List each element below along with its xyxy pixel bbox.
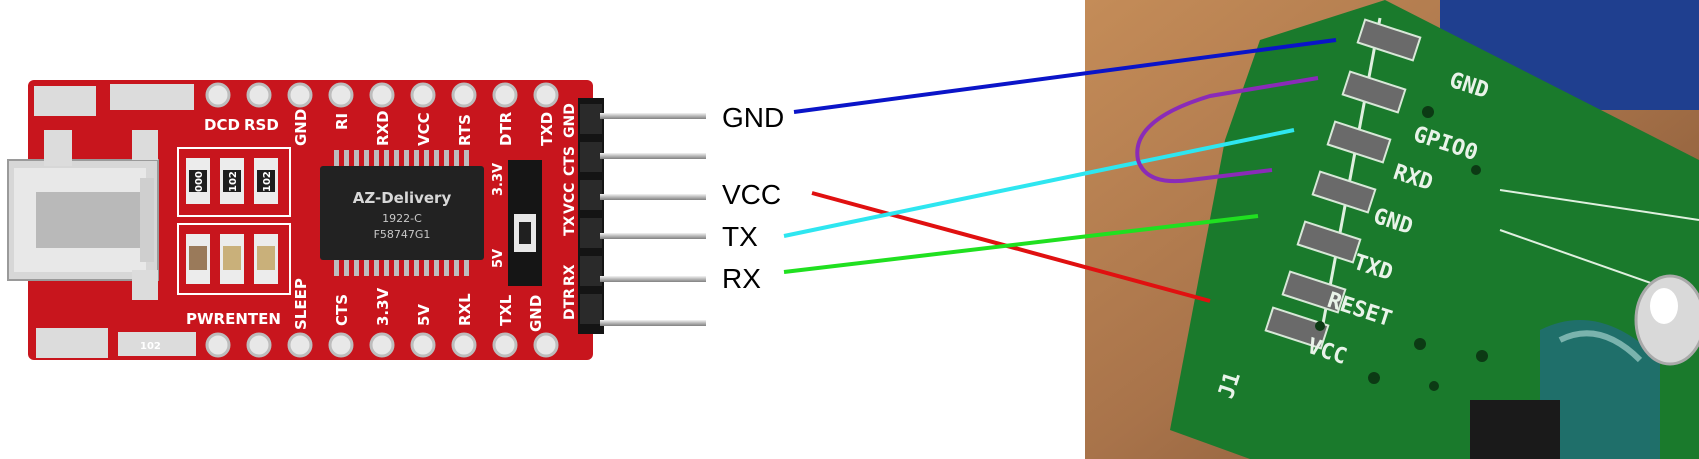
smd-component (44, 130, 72, 166)
electrolytic-capacitor (1540, 320, 1660, 459)
silk-label-ri: RI (333, 113, 351, 130)
silk-label-sleep: SLEEP (292, 278, 310, 330)
resistor-code: 102 (228, 171, 239, 192)
header-pin (600, 194, 706, 200)
pin-header (578, 98, 604, 334)
smd-component (132, 270, 158, 300)
chip-code: 1922-C (382, 212, 422, 225)
wire-gnd (793, 38, 1337, 114)
corner-pad (118, 332, 196, 356)
wire-tx (783, 128, 1295, 238)
corner-pad (36, 328, 108, 358)
resistor-code: 000 (194, 171, 205, 192)
pin-label-gnd: GND (562, 103, 578, 138)
ftdi-pcb (28, 80, 593, 360)
header-pins (600, 113, 706, 326)
header-pin (600, 153, 706, 159)
corner-pad (34, 86, 96, 116)
pin-label-vcc: VCC (562, 183, 578, 214)
chip-brand: AZ-Delivery (353, 189, 452, 207)
wire-label-vcc: VCC (722, 179, 781, 210)
silk-label-5v: 5V (415, 304, 433, 326)
header-pin (600, 233, 706, 239)
silk-label-rsd: RSD (244, 116, 279, 134)
silk-label-dcd: DCD (204, 116, 240, 134)
esp-header-pads (1264, 18, 1422, 350)
header-pin (600, 113, 706, 119)
svg-text:102: 102 (140, 341, 161, 352)
silk-label-vcc: VCC (415, 112, 433, 146)
smd-component (132, 130, 158, 160)
header-pin (600, 320, 706, 326)
led (1634, 274, 1699, 366)
wire-rx (783, 214, 1259, 274)
usb-connector (7, 159, 159, 281)
header-pin (600, 276, 706, 282)
pcb-outline (1499, 189, 1699, 221)
pin-label-cts: CTS (562, 146, 578, 176)
wire-label-gnd: GND (722, 102, 784, 133)
wire-label-tx: TX (722, 221, 758, 252)
wire-label-rx: RX (722, 263, 761, 294)
ftdi-chip: AZ-Delivery 1922-C F58747G1 (320, 150, 484, 276)
esp-module: GND GPIO0 RXD GND TXD RESET VCC J1 (1085, 0, 1699, 459)
pin-label-rx: RX (562, 264, 578, 286)
jumper-label-3v3: 3.3V (491, 163, 506, 196)
resistor-code: 102 (262, 171, 273, 192)
silk-label-rxd: RXD (374, 110, 392, 146)
bottom-pad-row (205, 332, 559, 358)
silk-label-rxl: RXL (456, 293, 474, 326)
silk-label-pwrenten: PWRENTEN (186, 310, 281, 328)
voltage-jumper[interactable] (508, 160, 542, 286)
dark-corner (1470, 400, 1560, 459)
silk-label-rts: RTS (456, 114, 474, 146)
wires (783, 38, 1337, 303)
chip-code: F58747G1 (374, 228, 431, 241)
silk-label-txd: TXD (538, 112, 556, 146)
silk-label-gnd: GND (292, 109, 310, 146)
silk-label-gnd-bottom: GND (527, 295, 545, 332)
silk-label-dtr: DTR (497, 111, 515, 146)
silk-label-txl: TXL (497, 294, 515, 326)
via-holes (1315, 106, 1488, 391)
pin-label-dtr: DTR (562, 288, 578, 320)
corner-pad (110, 84, 194, 110)
wire-loop-gpio0-gnd (1135, 76, 1319, 184)
top-pad-row (205, 82, 559, 108)
ftdi-adapter: 102 DCD RSD GND RI RXD VCC RTS DTR TXD (7, 80, 706, 360)
silk-label-3v3: 3.3V (374, 287, 392, 326)
passive-components (177, 147, 291, 295)
jumper-label-5v: 5V (491, 249, 506, 268)
silk-label-cts: CTS (333, 294, 351, 326)
pin-label-tx: TX (562, 215, 578, 236)
